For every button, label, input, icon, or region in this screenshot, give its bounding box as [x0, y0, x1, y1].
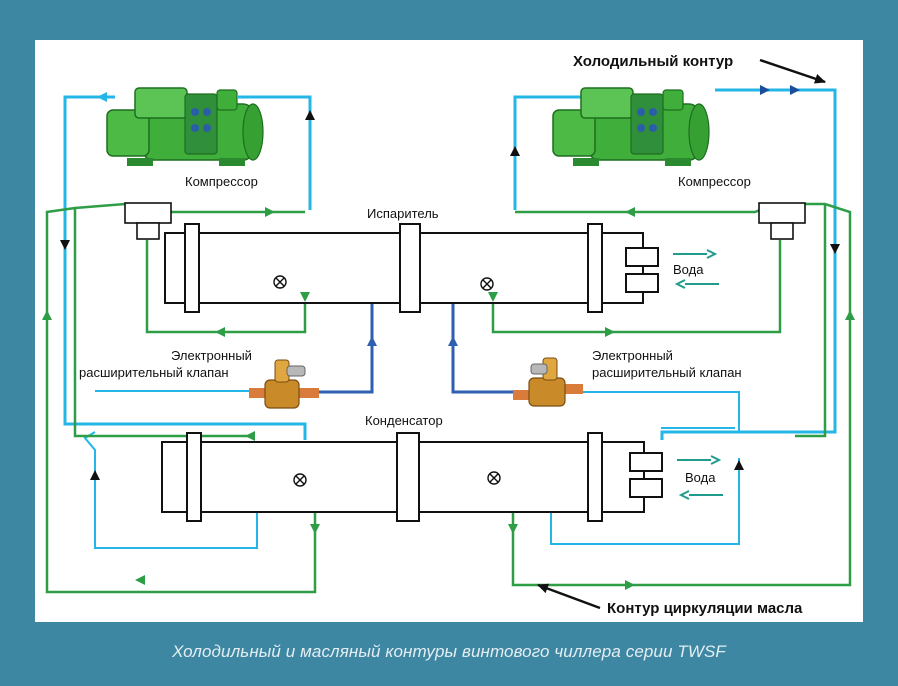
oil-separator-left [124, 202, 172, 240]
oil-circuit-label: Контур циркуляции масла [607, 600, 803, 617]
refrigerant-circuit-label: Холодильный контур [573, 53, 733, 70]
arrow-icon [790, 85, 800, 95]
left-compressor-suction-line [238, 95, 312, 210]
right-condenser-bottom-line [550, 458, 740, 545]
water-top-label: Вода [673, 262, 704, 277]
left-liquid-to-evaporator [305, 302, 374, 394]
flow-arrows [42, 85, 855, 590]
evaporator-nozzle-bottom [625, 273, 659, 293]
arrow-icon [734, 460, 744, 470]
valve-right-label-line1: Электронный [592, 348, 673, 363]
left-condenser-liquid-line [83, 431, 96, 546]
sight-glass-icon [273, 275, 501, 487]
arrow-icon [305, 110, 315, 120]
arrow-icon [760, 85, 770, 95]
arrow-icon [135, 575, 145, 585]
arrow-icon [367, 336, 377, 346]
arrow-icon [215, 327, 225, 337]
left-compressor-discharge-line [63, 95, 307, 440]
arrow-icon [60, 240, 70, 250]
evaporator-flange-right [587, 223, 603, 313]
condenser-flange-right [587, 432, 603, 522]
evaporator-label: Испаритель [367, 206, 439, 221]
left-oil-separator-return [145, 240, 307, 334]
compressor-right-label: Компрессор [678, 174, 751, 189]
arrow-icon [625, 580, 635, 590]
left-condenser-bottom-line [94, 450, 258, 549]
valve-left-label-line2: расширительный клапан [79, 365, 229, 380]
figure-caption: Холодильный и масляный контуры винтового… [172, 642, 726, 661]
arrow-icon [625, 207, 635, 217]
arrow-icon [845, 310, 855, 320]
arrow-icon [97, 92, 107, 102]
expansion-valve-icon [249, 359, 319, 409]
right-liquid-to-evaporator [451, 302, 530, 394]
chiller-circuit-diagram: Холодильный контур Контур циркуляции мас… [42, 53, 855, 617]
right-compressor-suction-line [513, 95, 591, 210]
arrow-icon [42, 310, 52, 320]
arrow-icon [310, 524, 320, 534]
evaporator-flange-center [399, 223, 421, 313]
arrow-icon [830, 244, 840, 254]
diagram-panel: Холодильный контур Контур циркуляции мас… [35, 40, 863, 622]
arrow-icon [510, 146, 520, 156]
compressor-left-label: Компрессор [185, 174, 258, 189]
valve-right-label-line2: расширительный клапан [592, 365, 742, 380]
arrow-icon [300, 292, 310, 302]
valve-left-label-line1: Электронный [171, 348, 252, 363]
compressor-icon [106, 87, 264, 166]
arrow-icon [90, 470, 100, 480]
right-liquid-to-valve-line [578, 391, 740, 432]
arrow-icon [605, 327, 615, 337]
evaporator-nozzle-top [625, 247, 659, 267]
condenser-nozzle-bottom [629, 478, 663, 498]
condenser [161, 432, 663, 522]
evaporator [164, 223, 659, 313]
arrow-icon [245, 431, 255, 441]
liquid-lines [305, 302, 530, 394]
water-bottom-label: Вода [685, 470, 716, 485]
arrow-icon [508, 524, 518, 534]
arrow-icon [488, 292, 498, 302]
condenser-flange-left [186, 432, 202, 522]
title-pointer-arrows [537, 58, 826, 610]
left-oil-top-return [73, 208, 255, 438]
right-oil-separator-return [491, 240, 782, 334]
condenser-flange-center [396, 432, 420, 522]
right-oil-inner-line [795, 204, 827, 438]
expansion-valve-icon [513, 357, 583, 407]
oil-separator-right [758, 202, 806, 240]
arrow-icon [265, 207, 275, 217]
condenser-label: Конденсатор [365, 413, 443, 428]
evaporator-flange-left [184, 223, 200, 313]
arrow-icon [448, 336, 458, 346]
condenser-nozzle-top [629, 452, 663, 472]
water-arrows [673, 249, 723, 500]
compressor-icon [552, 87, 710, 166]
